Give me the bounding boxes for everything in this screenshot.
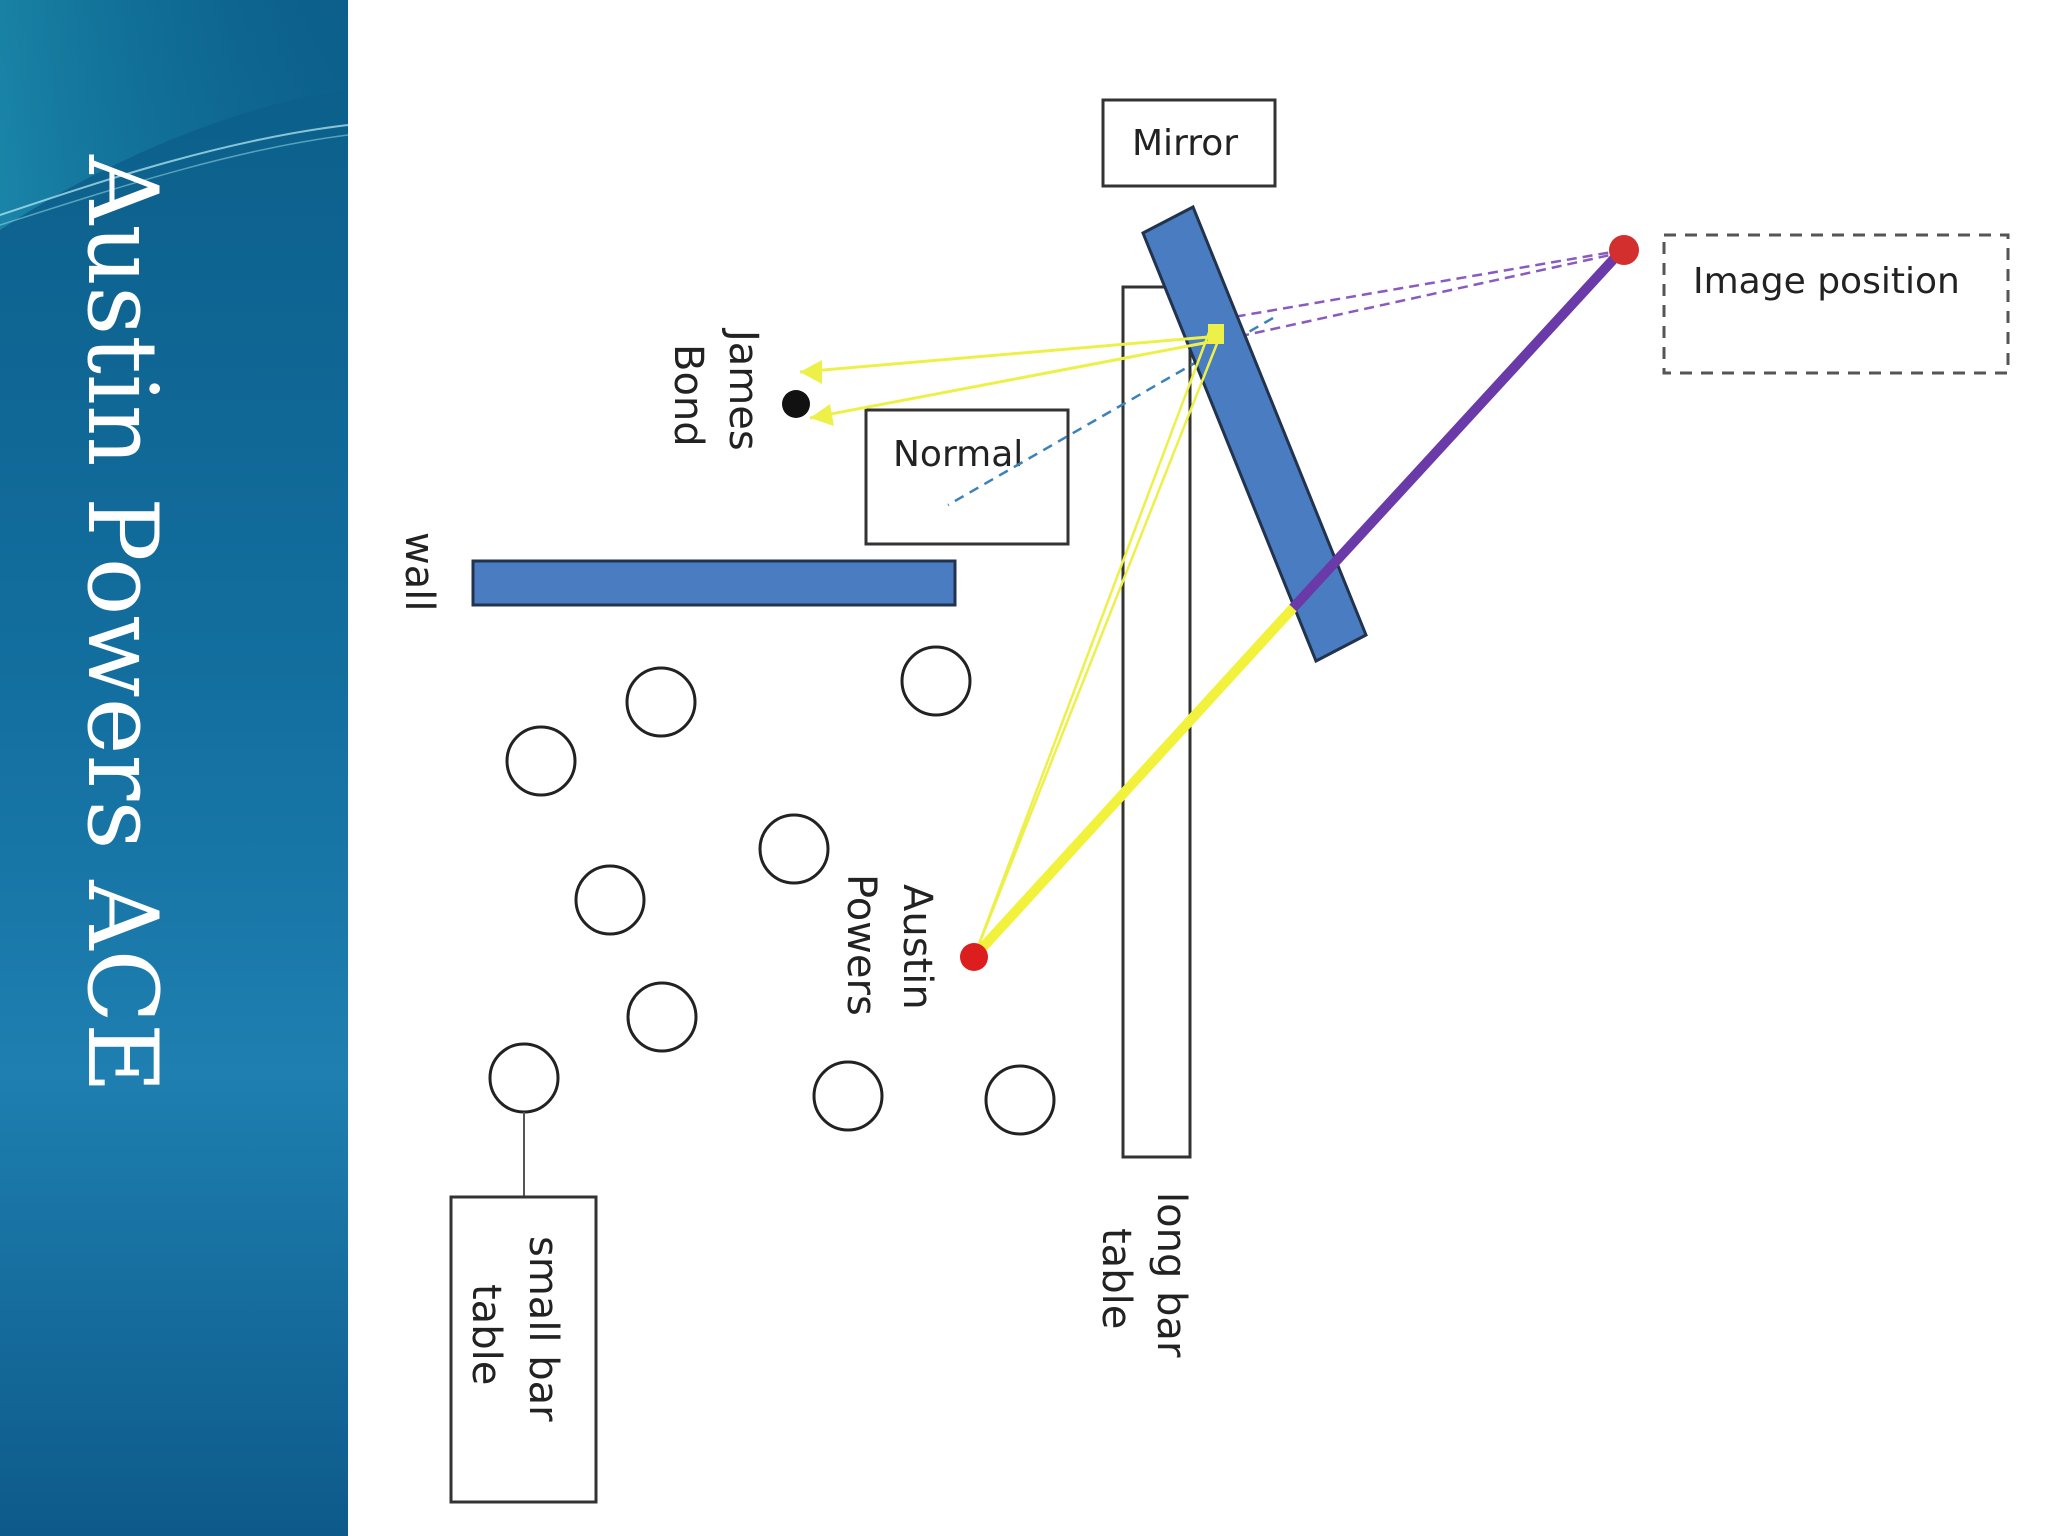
austin-powers-marker: [960, 943, 988, 971]
james-bond-label-line2: Bond: [665, 344, 711, 447]
image-position-label: Image position: [1693, 261, 1960, 302]
image-position-box: [1662, 233, 2010, 375]
bar-stool: [488, 1042, 560, 1114]
sidebar-decoration: [0, 0, 348, 230]
mirror-label: Mirror: [1132, 123, 1238, 164]
small-bar-table: [449, 1195, 598, 1504]
normal-label: Normal: [893, 434, 1023, 475]
light-ray-austin-to-mirror-1: [972, 329, 1212, 958]
bar-stool: [984, 1064, 1056, 1136]
image-point-marker: [1609, 235, 1639, 265]
austin-powers-label-line1: Austin: [894, 884, 940, 1010]
bar-stool: [574, 864, 646, 936]
wall-label: wall: [396, 532, 442, 611]
light-ray-austin-to-mirror-2: [972, 335, 1222, 958]
bar-stool: [505, 725, 577, 797]
mirror-hit-point: [1208, 324, 1224, 344]
james-bond-label-line1: James: [720, 327, 766, 451]
light-ray-arrowhead-1: [800, 360, 822, 384]
bar-stool: [626, 981, 698, 1053]
bar-stool: [758, 813, 830, 885]
mirror-label-box: [1101, 98, 1277, 188]
normal-label-box: [864, 408, 1070, 546]
bar-stool: [900, 645, 972, 717]
bar-stool: [812, 1060, 884, 1132]
light-ray-arrowhead-2: [810, 404, 834, 426]
austin-powers-label-line2: Powers: [838, 874, 884, 1016]
james-bond-marker: [782, 390, 810, 418]
light-ray-austin-to-mirror-thick: [970, 604, 1297, 961]
wall: [471, 559, 957, 607]
virtual-image-ray: [1289, 246, 1626, 612]
long-bar-table-label-line2: table: [1093, 1228, 1139, 1329]
virtual-ray-1: [1215, 248, 1625, 322]
light-ray-mirror-to-bond-1: [799, 334, 1221, 374]
diagram-canvas: long bar table Image position Mirror Nor…: [348, 0, 2048, 1536]
virtual-ray-2: [1222, 250, 1625, 342]
normal-line: [947, 316, 1274, 507]
long-bar-table-label-line1: long bar: [1148, 1192, 1194, 1358]
bar-stool: [625, 666, 697, 738]
slide-sidebar: Austin Powers ACE: [0, 0, 348, 1536]
small-bar-table-label-line1: small bar: [520, 1236, 566, 1422]
long-bar-table: [1121, 285, 1192, 1159]
small-bar-table-label-line2: table: [463, 1284, 509, 1385]
light-ray-mirror-to-bond-2: [809, 338, 1221, 420]
mirror: [1141, 204, 1368, 664]
slide-title: Austin Powers ACE: [66, 155, 178, 1094]
reflection-diagram: long bar table Image position Mirror Nor…: [396, 98, 2010, 1504]
